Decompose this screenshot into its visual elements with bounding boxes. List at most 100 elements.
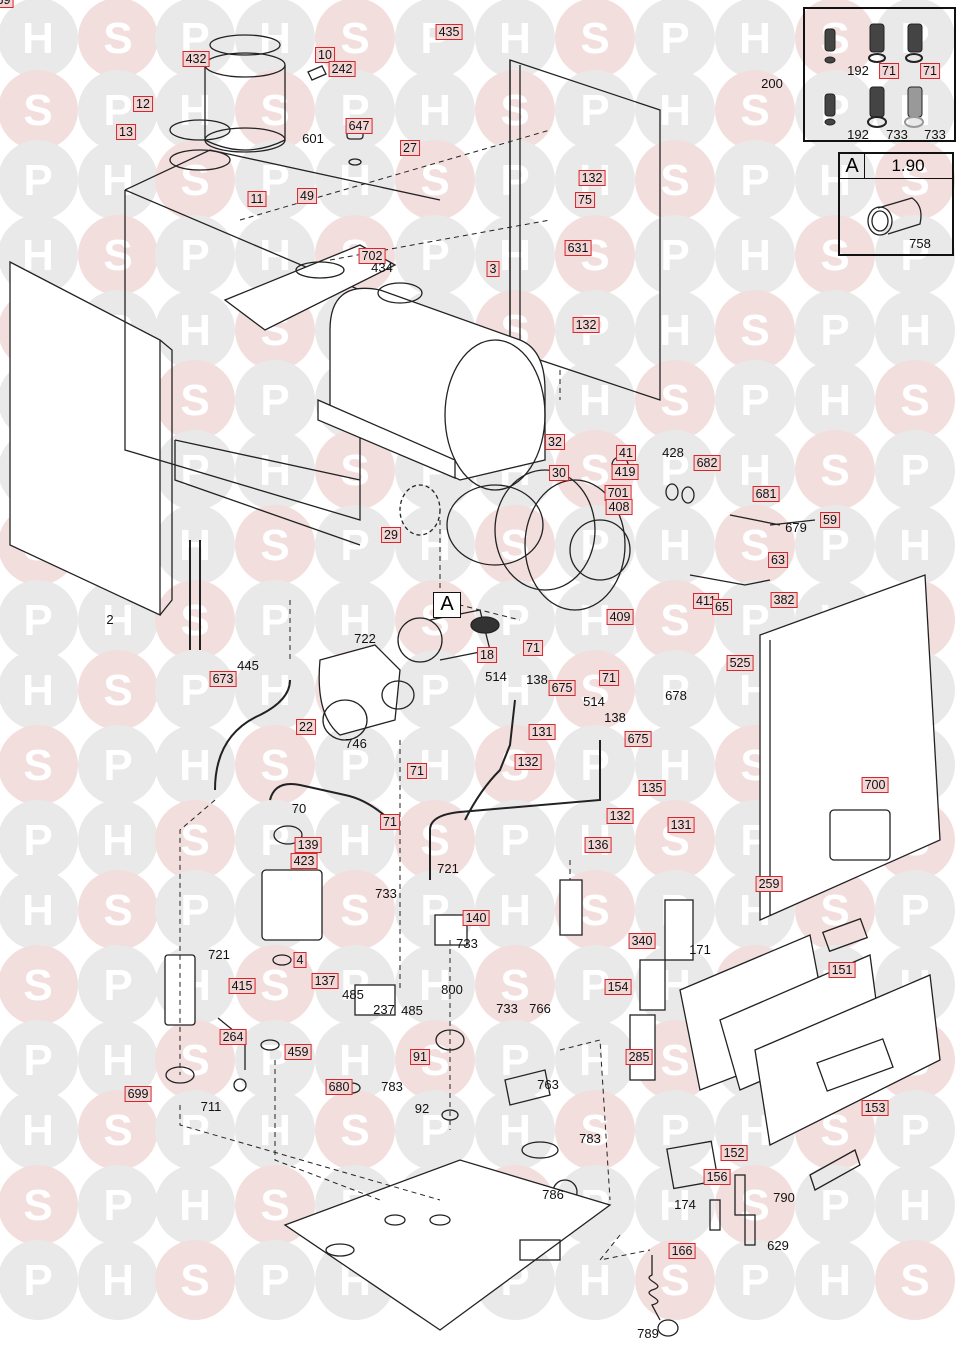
part-number-label-boxed[interactable]: 71 — [599, 670, 619, 686]
watermark-letter: S — [660, 1256, 689, 1305]
part-number-label-boxed[interactable]: 13 — [116, 124, 136, 140]
part-number-label-boxed[interactable]: 18 — [477, 647, 497, 663]
part-number-label-boxed[interactable]: 91 — [410, 1049, 430, 1065]
part-number-label-boxed[interactable]: 415 — [228, 978, 256, 994]
part-number-label-boxed[interactable]: 71 — [523, 640, 543, 656]
part-number-label-boxed[interactable]: 11 — [247, 191, 267, 207]
detail-a-part-label: 758 — [909, 236, 931, 251]
part-number-label-boxed[interactable]: 682 — [693, 455, 721, 471]
watermark-circle — [315, 580, 395, 660]
part-number-label-boxed[interactable]: 423 — [290, 853, 318, 869]
part-number-label-boxed[interactable]: 22 — [296, 719, 316, 735]
watermark-circle — [875, 1240, 955, 1320]
part-number-label-boxed[interactable]: 435 — [435, 24, 463, 40]
watermark-circle — [235, 430, 315, 510]
washer-icon — [824, 118, 836, 126]
watermark-circle — [395, 1020, 475, 1100]
part-number-label-boxed[interactable]: 700 — [861, 777, 889, 793]
part-number-label-boxed[interactable]: 139 — [294, 837, 322, 853]
part-number-label-boxed[interactable]: 408 — [605, 499, 633, 515]
part-number-label-boxed[interactable]: 264 — [219, 1029, 247, 1045]
part-number-label-boxed[interactable]: 154 — [604, 979, 632, 995]
part-number-label-boxed[interactable]: 65 — [712, 599, 732, 615]
part-number-label-boxed[interactable]: 631 — [564, 240, 592, 256]
part-number-label-boxed[interactable]: 419 — [611, 464, 639, 480]
part-number-label-boxed[interactable]: 4 — [293, 952, 307, 968]
part-number-label-boxed[interactable]: 409 — [606, 609, 634, 625]
part-number-label-boxed[interactable]: 701 — [604, 485, 632, 501]
part-number-label-boxed[interactable]: 242 — [328, 61, 356, 77]
part-number-label-boxed[interactable]: 30 — [549, 465, 569, 481]
part-number-label-boxed[interactable]: 151 — [828, 962, 856, 978]
watermark-circle — [555, 1240, 635, 1320]
part-number-label-boxed[interactable]: 675 — [548, 680, 576, 696]
watermark-letter: S — [103, 14, 132, 63]
part-number-label-boxed[interactable]: 137 — [311, 973, 339, 989]
watermark-circle — [78, 650, 158, 730]
watermark-circle — [715, 70, 795, 150]
watermark-letter: H — [102, 596, 134, 645]
part-number-label-boxed[interactable]: 702 — [358, 248, 386, 264]
watermark-circle — [635, 1090, 715, 1170]
watermark-letter: S — [500, 961, 529, 1010]
watermark-letter: H — [659, 306, 691, 355]
part-number-label-boxed[interactable]: 132 — [578, 170, 606, 186]
watermark-circle — [155, 70, 235, 150]
detail-a-header: A 1.90 — [840, 154, 952, 179]
part-number-label-boxed[interactable]: 12 — [133, 96, 153, 112]
watermark-letter: P — [103, 961, 132, 1010]
part-number-label-boxed[interactable]: 525 — [726, 655, 754, 671]
part-number-label-boxed[interactable]: 152 — [720, 1145, 748, 1161]
part-number-label-boxed[interactable]: 71 — [407, 763, 427, 779]
part-number-label-boxed[interactable]: 132 — [572, 317, 600, 333]
part-number-label-boxed[interactable]: 259 — [755, 876, 783, 892]
part-number-label-boxed[interactable]: 699 — [124, 1086, 152, 1102]
part-number-label: 763 — [537, 1077, 559, 1092]
part-number-label-boxed[interactable]: 131 — [667, 817, 695, 833]
part-number-label-boxed[interactable]: 340 — [628, 933, 656, 949]
part-number-label-boxed[interactable]: 680 — [325, 1079, 353, 1095]
part-number-label-boxed[interactable]: 166 — [668, 1243, 696, 1259]
watermark-letter: P — [660, 1106, 689, 1155]
part-number-label-boxed[interactable]: 169 — [0, 0, 14, 8]
watermark-circle — [395, 800, 475, 880]
watermark-letter: P — [820, 306, 849, 355]
part-number-label-boxed[interactable]: 459 — [284, 1044, 312, 1060]
part-number-label-boxed[interactable]: 140 — [462, 910, 490, 926]
part-number-label-boxed[interactable]: 29 — [381, 527, 401, 543]
part-number-label-boxed[interactable]: 10 — [315, 47, 335, 63]
part-number-label-boxed[interactable]: 27 — [400, 140, 420, 156]
part-number-label-boxed[interactable]: 131 — [528, 724, 556, 740]
part-number-label-boxed[interactable]: 49 — [297, 188, 317, 204]
part-number-label-boxed[interactable]: 75 — [575, 192, 595, 208]
watermark-letter: H — [819, 376, 851, 425]
watermark-letter: S — [23, 86, 52, 135]
part-number-label-boxed[interactable]: 63 — [768, 552, 788, 568]
part-number-label-boxed[interactable]: 41 — [616, 445, 636, 461]
part-number-label-boxed[interactable]: 132 — [606, 808, 634, 824]
part-number-label-boxed[interactable]: 647 — [345, 118, 373, 134]
part-number-label-boxed[interactable]: 3 — [486, 261, 500, 277]
part-number-label-boxed[interactable]: 681 — [752, 486, 780, 502]
part-number-label-boxed[interactable]: 153 — [861, 1100, 889, 1116]
watermark-letter: H — [22, 886, 54, 935]
part-number-label-boxed[interactable]: 382 — [770, 592, 798, 608]
part-number-label-boxed[interactable]: 675 — [624, 731, 652, 747]
part-number-label-boxed[interactable]: 135 — [638, 780, 666, 796]
watermark-letter: S — [180, 596, 209, 645]
part-number-label-boxed[interactable]: 136 — [584, 837, 612, 853]
part-number-label-boxed[interactable]: 71 — [380, 814, 400, 830]
detail-a-letter: A — [840, 154, 865, 178]
watermark-letter: P — [740, 1256, 769, 1305]
part-number-label-boxed[interactable]: 673 — [209, 671, 237, 687]
watermark-circle — [0, 70, 78, 150]
part-number-label-boxed[interactable]: 132 — [514, 754, 542, 770]
kit-part-label[interactable]: 71 — [920, 63, 940, 79]
part-number-label-boxed[interactable]: 59 — [820, 512, 840, 528]
kit-part-label[interactable]: 71 — [879, 63, 899, 79]
part-number-label-boxed[interactable]: 285 — [625, 1049, 653, 1065]
part-number-label-boxed[interactable]: 432 — [182, 51, 210, 67]
part-number-label-boxed[interactable]: 156 — [703, 1169, 731, 1185]
part-number-label-boxed[interactable]: 32 — [545, 434, 565, 450]
fitting-kit-inset — [803, 7, 956, 142]
